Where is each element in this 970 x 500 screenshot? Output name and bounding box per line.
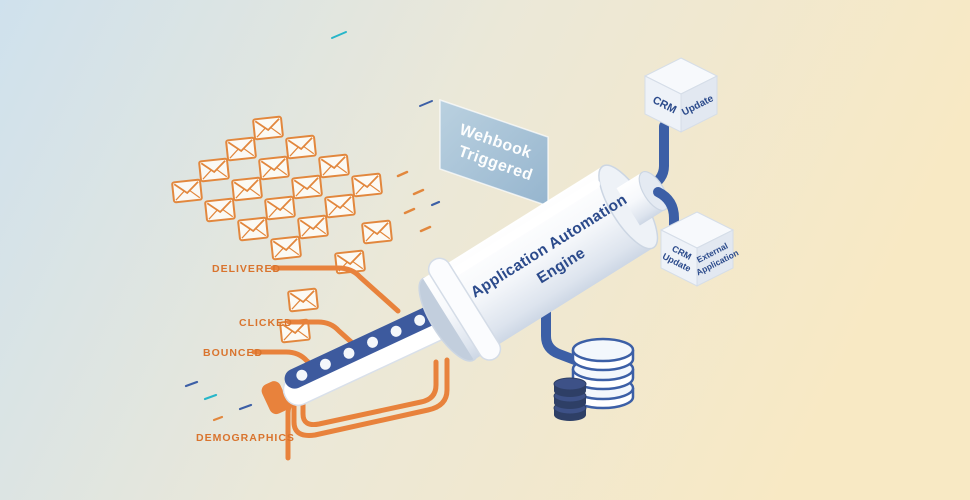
envelope-icon xyxy=(285,134,317,160)
pipe-clicked xyxy=(286,319,372,361)
conveyor-orange-end xyxy=(261,381,289,415)
envelope-icon xyxy=(237,216,269,242)
pipe-bounced xyxy=(251,349,334,386)
pipe-loop-outer xyxy=(291,357,450,438)
crm-update-cube-top: CRM Update xyxy=(643,57,719,133)
crm-update-cube-bottom: CRM Update External Application xyxy=(659,211,740,287)
envelope-icon xyxy=(318,153,350,179)
envelope-icon xyxy=(231,176,263,202)
database-stack-small xyxy=(553,377,587,421)
bounced-label: BOUNCED xyxy=(203,347,263,359)
envelope-icon xyxy=(324,193,356,219)
pipe-to-database xyxy=(541,303,593,370)
dash-decorations xyxy=(184,31,554,422)
conveyor-intake xyxy=(261,306,449,415)
envelope-icon xyxy=(171,178,203,204)
envelope-icon xyxy=(297,214,329,240)
envelope-icon xyxy=(204,197,236,223)
envelope-icon xyxy=(287,287,319,313)
envelope-icon xyxy=(252,115,284,141)
delivered-label: DELIVERED xyxy=(212,263,281,275)
envelope-icon xyxy=(258,155,290,181)
demographics-label: DEMOGRAPHICS xyxy=(196,432,295,444)
envelope-icon xyxy=(291,174,323,200)
pipe-delivered xyxy=(270,265,401,314)
envelope-icon xyxy=(361,219,393,245)
envelope-icon xyxy=(225,136,257,162)
envelope-icon xyxy=(264,195,296,221)
webhook-panel: Wehbook Triggered xyxy=(439,98,549,208)
database-stack-large xyxy=(571,337,635,410)
clicked-label: CLICKED xyxy=(239,317,293,329)
envelope-icon xyxy=(351,172,383,198)
pipe-loop-inner xyxy=(300,359,439,427)
pipe-to-crm-bottom xyxy=(653,187,679,251)
envelope-icon xyxy=(270,235,302,261)
envelope-icon xyxy=(198,157,230,183)
metric-labels: DELIVERED CLICKED BOUNCED DEMOGRAPHICS xyxy=(196,263,295,444)
